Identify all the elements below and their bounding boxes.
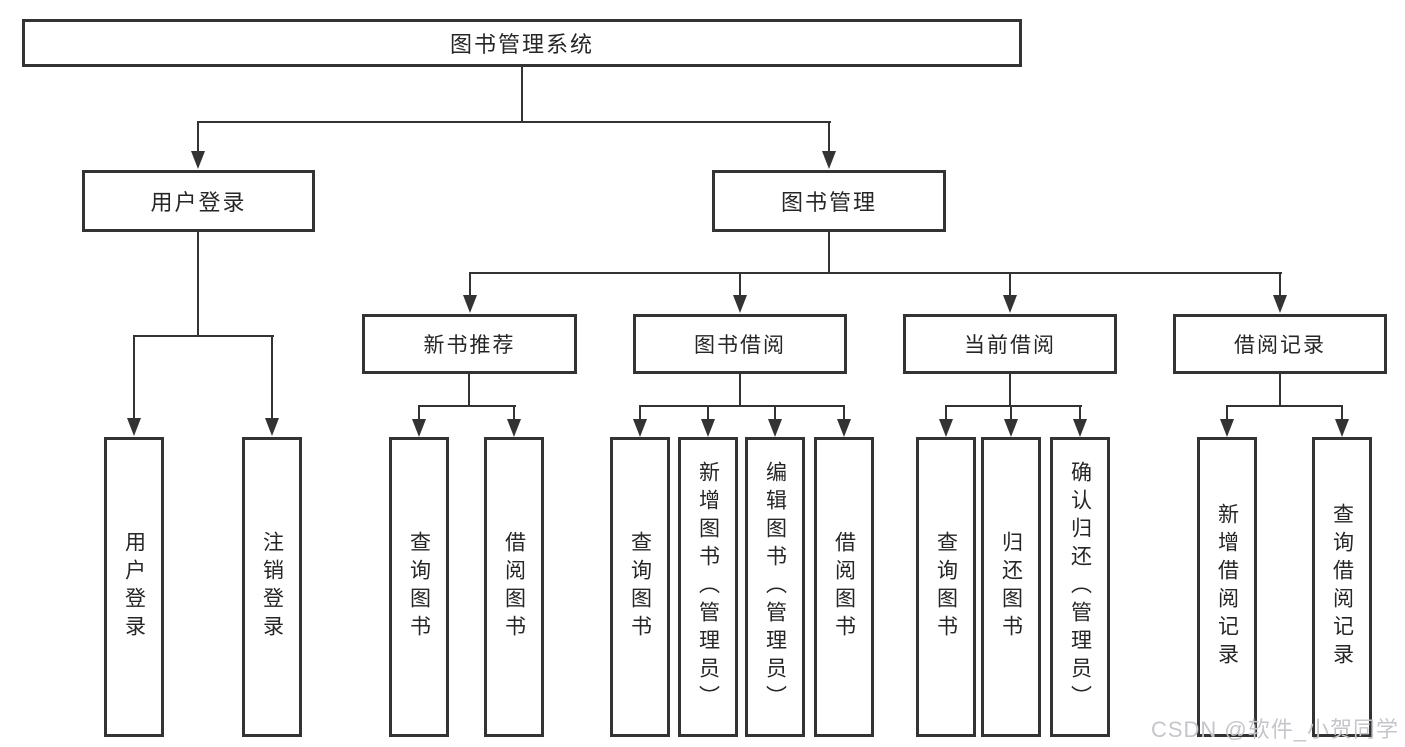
node-label: 确认归还（管理员） bbox=[1068, 461, 1092, 713]
arrow-down-icon bbox=[837, 419, 851, 437]
arrow-down-icon bbox=[1003, 295, 1017, 313]
node-borrowing-records: 借阅记录 bbox=[1173, 314, 1387, 374]
leaf-confirm-return-admin: 确认归还（管理员） bbox=[1050, 437, 1110, 737]
arrow-down-icon bbox=[1273, 295, 1287, 313]
leaf-return-books: 归还图书 bbox=[981, 437, 1041, 737]
arrow-down-icon bbox=[265, 418, 279, 436]
node-current-borrowing: 当前借阅 bbox=[903, 314, 1117, 374]
leaf-query-borrow-record: 查询借阅记录 bbox=[1312, 437, 1372, 737]
arrow-down-icon bbox=[507, 419, 521, 437]
arrow-down-icon bbox=[733, 295, 747, 313]
connector-vline bbox=[513, 405, 515, 420]
node-label: 新增图书（管理员） bbox=[696, 461, 720, 713]
connector-hline bbox=[945, 405, 1082, 407]
node-label: 编辑图书（管理员） bbox=[763, 461, 787, 713]
leaf-edit-books-admin: 编辑图书（管理员） bbox=[745, 437, 805, 737]
connector-vline bbox=[828, 121, 830, 153]
connector-vline bbox=[639, 405, 641, 420]
connector-vline bbox=[197, 232, 199, 337]
node-label: 借阅图书 bbox=[832, 531, 856, 643]
node-label: 借阅图书 bbox=[502, 531, 526, 643]
node-label: 新增借阅记录 bbox=[1215, 503, 1239, 671]
node-label: 查询图书 bbox=[628, 531, 652, 643]
arrow-down-icon bbox=[822, 151, 836, 169]
connector-vline bbox=[1009, 272, 1011, 296]
node-label: 借阅记录 bbox=[1234, 334, 1326, 357]
leaf-borrow-books-borrow: 借阅图书 bbox=[814, 437, 874, 737]
connector-vline bbox=[1279, 272, 1281, 296]
connector-hline bbox=[418, 405, 516, 407]
leaf-logout-login: 注销登录 bbox=[242, 437, 302, 737]
arrow-down-icon bbox=[127, 418, 141, 436]
node-label: 当前借阅 bbox=[964, 334, 1056, 357]
connector-vline bbox=[739, 374, 741, 407]
connector-hline bbox=[469, 272, 1282, 274]
connector-vline bbox=[1009, 374, 1011, 407]
arrow-down-icon bbox=[1073, 419, 1087, 437]
node-label: 查询图书 bbox=[934, 531, 958, 643]
connector-vline bbox=[521, 67, 523, 123]
node-label: 图书借阅 bbox=[694, 334, 786, 357]
arrow-down-icon bbox=[412, 419, 426, 437]
node-label: 图书管理 bbox=[780, 190, 877, 215]
connector-vline bbox=[271, 335, 273, 419]
node-library-management-system: 图书管理系统 bbox=[22, 19, 1022, 67]
leaf-borrow-books-newbook: 借阅图书 bbox=[484, 437, 544, 737]
node-book-management: 图书管理 bbox=[712, 170, 946, 232]
node-label: 图书管理系统 bbox=[449, 32, 594, 57]
arrow-down-icon bbox=[1220, 419, 1234, 437]
arrow-down-icon bbox=[701, 419, 715, 437]
connector-vline bbox=[1079, 405, 1081, 420]
leaf-user-login: 用户登录 bbox=[104, 437, 164, 737]
connector-vline bbox=[1010, 405, 1012, 420]
leaf-add-borrow-record: 新增借阅记录 bbox=[1197, 437, 1257, 737]
connector-vline bbox=[418, 405, 420, 420]
node-label: 用户登录 bbox=[150, 190, 247, 215]
leaf-add-books-admin: 新增图书（管理员） bbox=[678, 437, 738, 737]
connector-hline bbox=[1226, 405, 1343, 407]
connector-vline bbox=[843, 405, 845, 420]
node-label: 归还图书 bbox=[999, 531, 1023, 643]
connector-vline bbox=[1279, 374, 1281, 407]
leaf-query-books-newbook: 查询图书 bbox=[389, 437, 449, 737]
node-label: 新书推荐 bbox=[423, 334, 516, 357]
connector-vline bbox=[945, 405, 947, 420]
connector-vline bbox=[469, 272, 471, 296]
node-label: 查询图书 bbox=[407, 531, 431, 643]
connector-vline bbox=[774, 405, 776, 420]
leaf-query-books-current: 查询图书 bbox=[916, 437, 976, 737]
arrow-down-icon bbox=[463, 295, 477, 313]
node-user-login: 用户登录 bbox=[82, 170, 315, 232]
connector-vline bbox=[1226, 405, 1228, 420]
connector-vline bbox=[197, 121, 199, 153]
node-label: 查询借阅记录 bbox=[1330, 503, 1354, 671]
node-label: 注销登录 bbox=[260, 531, 284, 643]
arrow-down-icon bbox=[191, 151, 205, 169]
arrow-down-icon bbox=[939, 419, 953, 437]
connector-vline bbox=[468, 374, 470, 407]
csdn-watermark: CSDN @软件_小贺同学 bbox=[1150, 717, 1399, 742]
connector-vline bbox=[739, 272, 741, 296]
connector-vline bbox=[707, 405, 709, 420]
connector-hline bbox=[639, 405, 845, 407]
node-new-book-recommendation: 新书推荐 bbox=[362, 314, 577, 374]
connector-vline bbox=[133, 335, 135, 419]
arrow-down-icon bbox=[633, 419, 647, 437]
arrow-down-icon bbox=[1335, 419, 1349, 437]
connector-vline bbox=[1341, 405, 1343, 420]
connector-hline bbox=[133, 335, 274, 337]
connector-vline bbox=[828, 232, 830, 274]
leaf-query-books-borrow: 查询图书 bbox=[610, 437, 670, 737]
arrow-down-icon bbox=[1004, 419, 1018, 437]
node-label: 用户登录 bbox=[122, 531, 146, 643]
connector-hline bbox=[197, 121, 831, 123]
arrow-down-icon bbox=[768, 419, 782, 437]
node-book-borrowing: 图书借阅 bbox=[633, 314, 847, 374]
